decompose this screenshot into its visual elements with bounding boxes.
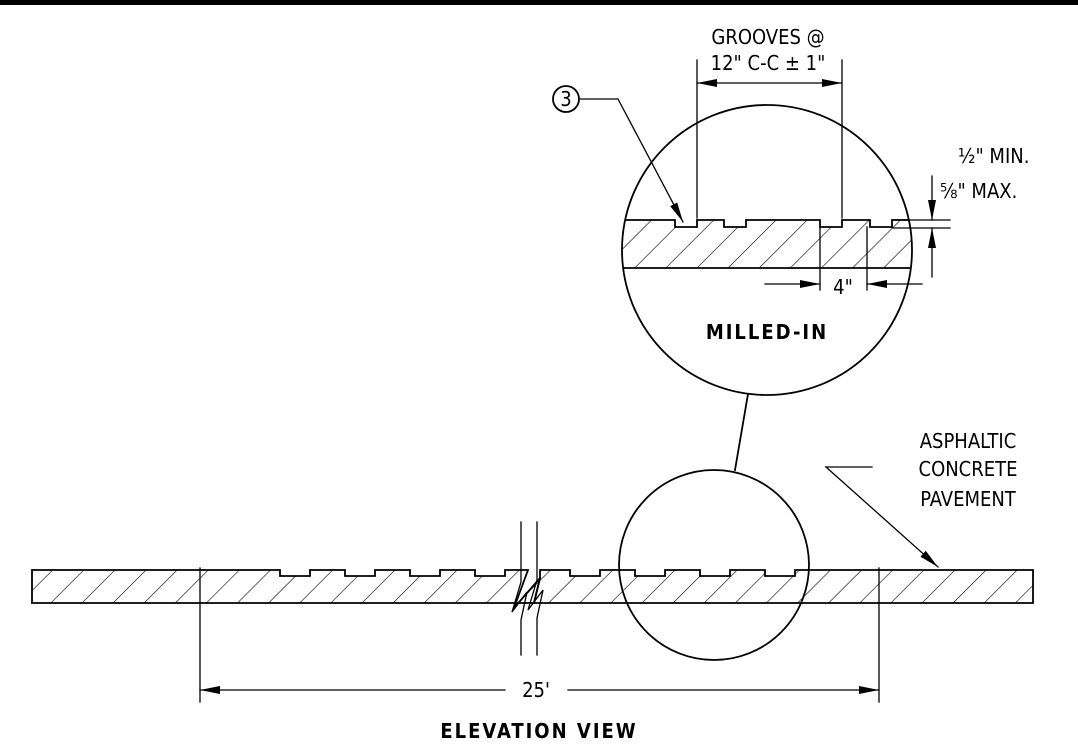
break-line-left [511, 521, 528, 656]
material-label-line3: PAVEMENT [920, 487, 1017, 511]
depth-max-label: ⅝" MAX. [940, 179, 1017, 203]
pavement-left [31, 569, 541, 609]
pavement-right [532, 569, 1034, 604]
length-label: 25' [522, 678, 550, 702]
grooves-label-line1: GROOVES @ [711, 25, 824, 49]
elevation-zoom-circle [618, 469, 810, 661]
callout-leader [578, 98, 684, 223]
depth-min-label: ½" MIN. [958, 144, 1029, 168]
detail-title: MILLED-IN [706, 320, 828, 344]
elevation-view: ASPHALTIC CONCRETE PAVEMENT 25' ELEVATIO… [31, 429, 1034, 743]
break-line-right [527, 521, 544, 656]
material-leader [824, 466, 939, 568]
callout-number: 3 [560, 87, 571, 111]
grooves-label-line2: 12" C-C ± 1" [711, 51, 826, 75]
detail-pavement-section [622, 219, 912, 269]
elevation-title: ELEVATION VIEW [440, 719, 637, 743]
material-label-line2: CONCRETE [919, 457, 1018, 481]
detail-view: 3 GROOVES @ 12" C-C ± 1" ½" MIN. ⅝" MAX.… [552, 25, 1029, 396]
material-label-line1: ASPHALTIC [920, 429, 1017, 453]
detail-connector-line [733, 392, 750, 472]
top-border [0, 0, 1078, 5]
groove-width-label: 4" [833, 275, 853, 299]
